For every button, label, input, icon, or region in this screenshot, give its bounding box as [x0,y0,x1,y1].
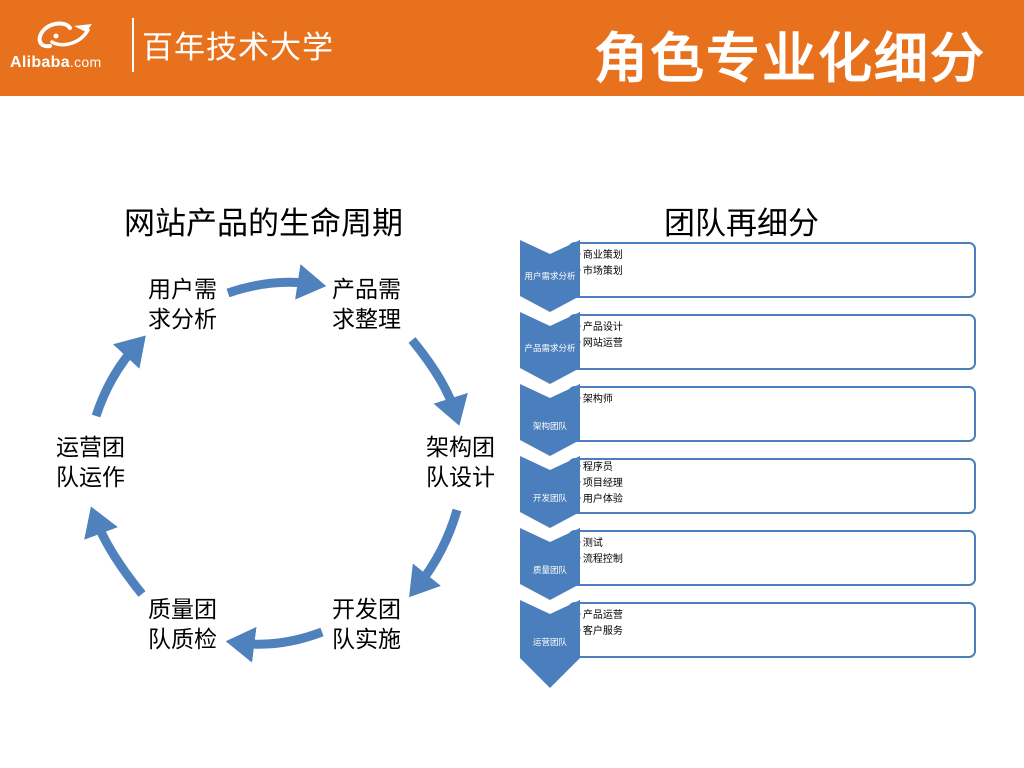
cycle-node-development: 开发团队实施 [332,597,401,653]
page-title: 角色专业化细分 [594,27,986,90]
team-row-items: 架构师 [576,392,613,408]
arrow-2-to-3 [408,337,468,426]
team-chevron [520,456,580,528]
team-item: 产品运营 [576,608,623,624]
team-item: 网站运营 [576,336,623,352]
team-item: 架构师 [576,392,613,408]
team-row-box [568,386,976,442]
team-item: 产品设计 [576,320,623,336]
team-row-label: 开发团队 [532,494,567,504]
team-item: 市场策划 [576,264,623,280]
cycle-node-operations: 运营团队运作 [56,435,125,491]
team-row: 商业策划 市场策划 用户需求分析 [520,240,976,312]
team-row-label: 运营团队 [532,638,567,648]
lifecycle-title: 网站产品的生命周期 [124,206,403,242]
team-row-items: 测试 流程控制 [576,536,623,568]
team-row: 产品设计 网站运营 产品需求分析 [520,312,976,384]
team-row-items: 产品运营 客户服务 [576,608,623,640]
logo-wordmark: Alibaba.com [10,54,102,71]
team-row-label: 用户需求分析 [524,272,576,282]
team-row-items: 商业策划 市场策划 [576,248,623,280]
team-row-box [568,314,976,370]
logo-divider [132,18,134,72]
team-row-items: 产品设计 网站运营 [576,320,623,352]
brand-name: 百年技术大学 [142,30,334,66]
header-bar: Alibaba.com 百年技术大学 角色专业化细分 [0,0,1024,96]
team-chevron [520,600,580,688]
alibaba-logo: Alibaba.com [10,14,128,74]
arrow-3-to-4 [409,508,462,598]
arrow-4-to-5 [225,626,324,663]
team-row: 程序员 项目经理 用户体验 开发团队 [520,456,976,528]
team-chevron [520,312,580,384]
team-breakdown-title: 团队再细分 [664,206,819,242]
team-row-box [568,530,976,586]
alibaba-smile-icon [37,21,92,49]
team-chevron [520,240,580,312]
cycle-node-quality: 质量团队质检 [148,597,217,653]
arrow-6-to-1 [91,335,146,418]
team-row-label: 质量团队 [532,566,567,576]
team-row-box [568,242,976,298]
team-row-items: 程序员 项目经理 用户体验 [576,460,623,508]
arrow-5-to-6 [84,506,146,597]
team-row-box [568,602,976,658]
team-chevron [520,384,580,456]
cycle-node-product-requirements: 产品需求整理 [332,277,401,333]
team-breakdown-list: 商业策划 市场策划 用户需求分析 产品设计 网站运营 产品需求分析 架构师 架构… [520,240,980,690]
team-chevron [520,528,580,600]
team-item: 测试 [576,536,623,552]
team-item: 流程控制 [576,552,623,568]
cycle-node-architecture: 架构团队设计 [426,435,495,491]
team-item: 程序员 [576,460,623,476]
team-row-label: 架构团队 [532,422,567,432]
lifecycle-cycle-arrows [84,264,468,663]
team-row-label: 产品需求分析 [524,344,576,354]
team-row: 产品运营 客户服务 运营团队 [520,600,976,688]
team-row: 架构师 架构团队 [520,384,976,456]
cycle-node-user-analysis: 用户需求分析 [148,277,217,333]
team-row: 测试 流程控制 质量团队 [520,528,976,600]
team-item: 项目经理 [576,476,623,492]
team-row-box [568,458,976,514]
arrow-1-to-2 [226,264,327,300]
team-item: 商业策划 [576,248,623,264]
team-item: 客户服务 [576,624,623,640]
team-item: 用户体验 [576,492,623,508]
